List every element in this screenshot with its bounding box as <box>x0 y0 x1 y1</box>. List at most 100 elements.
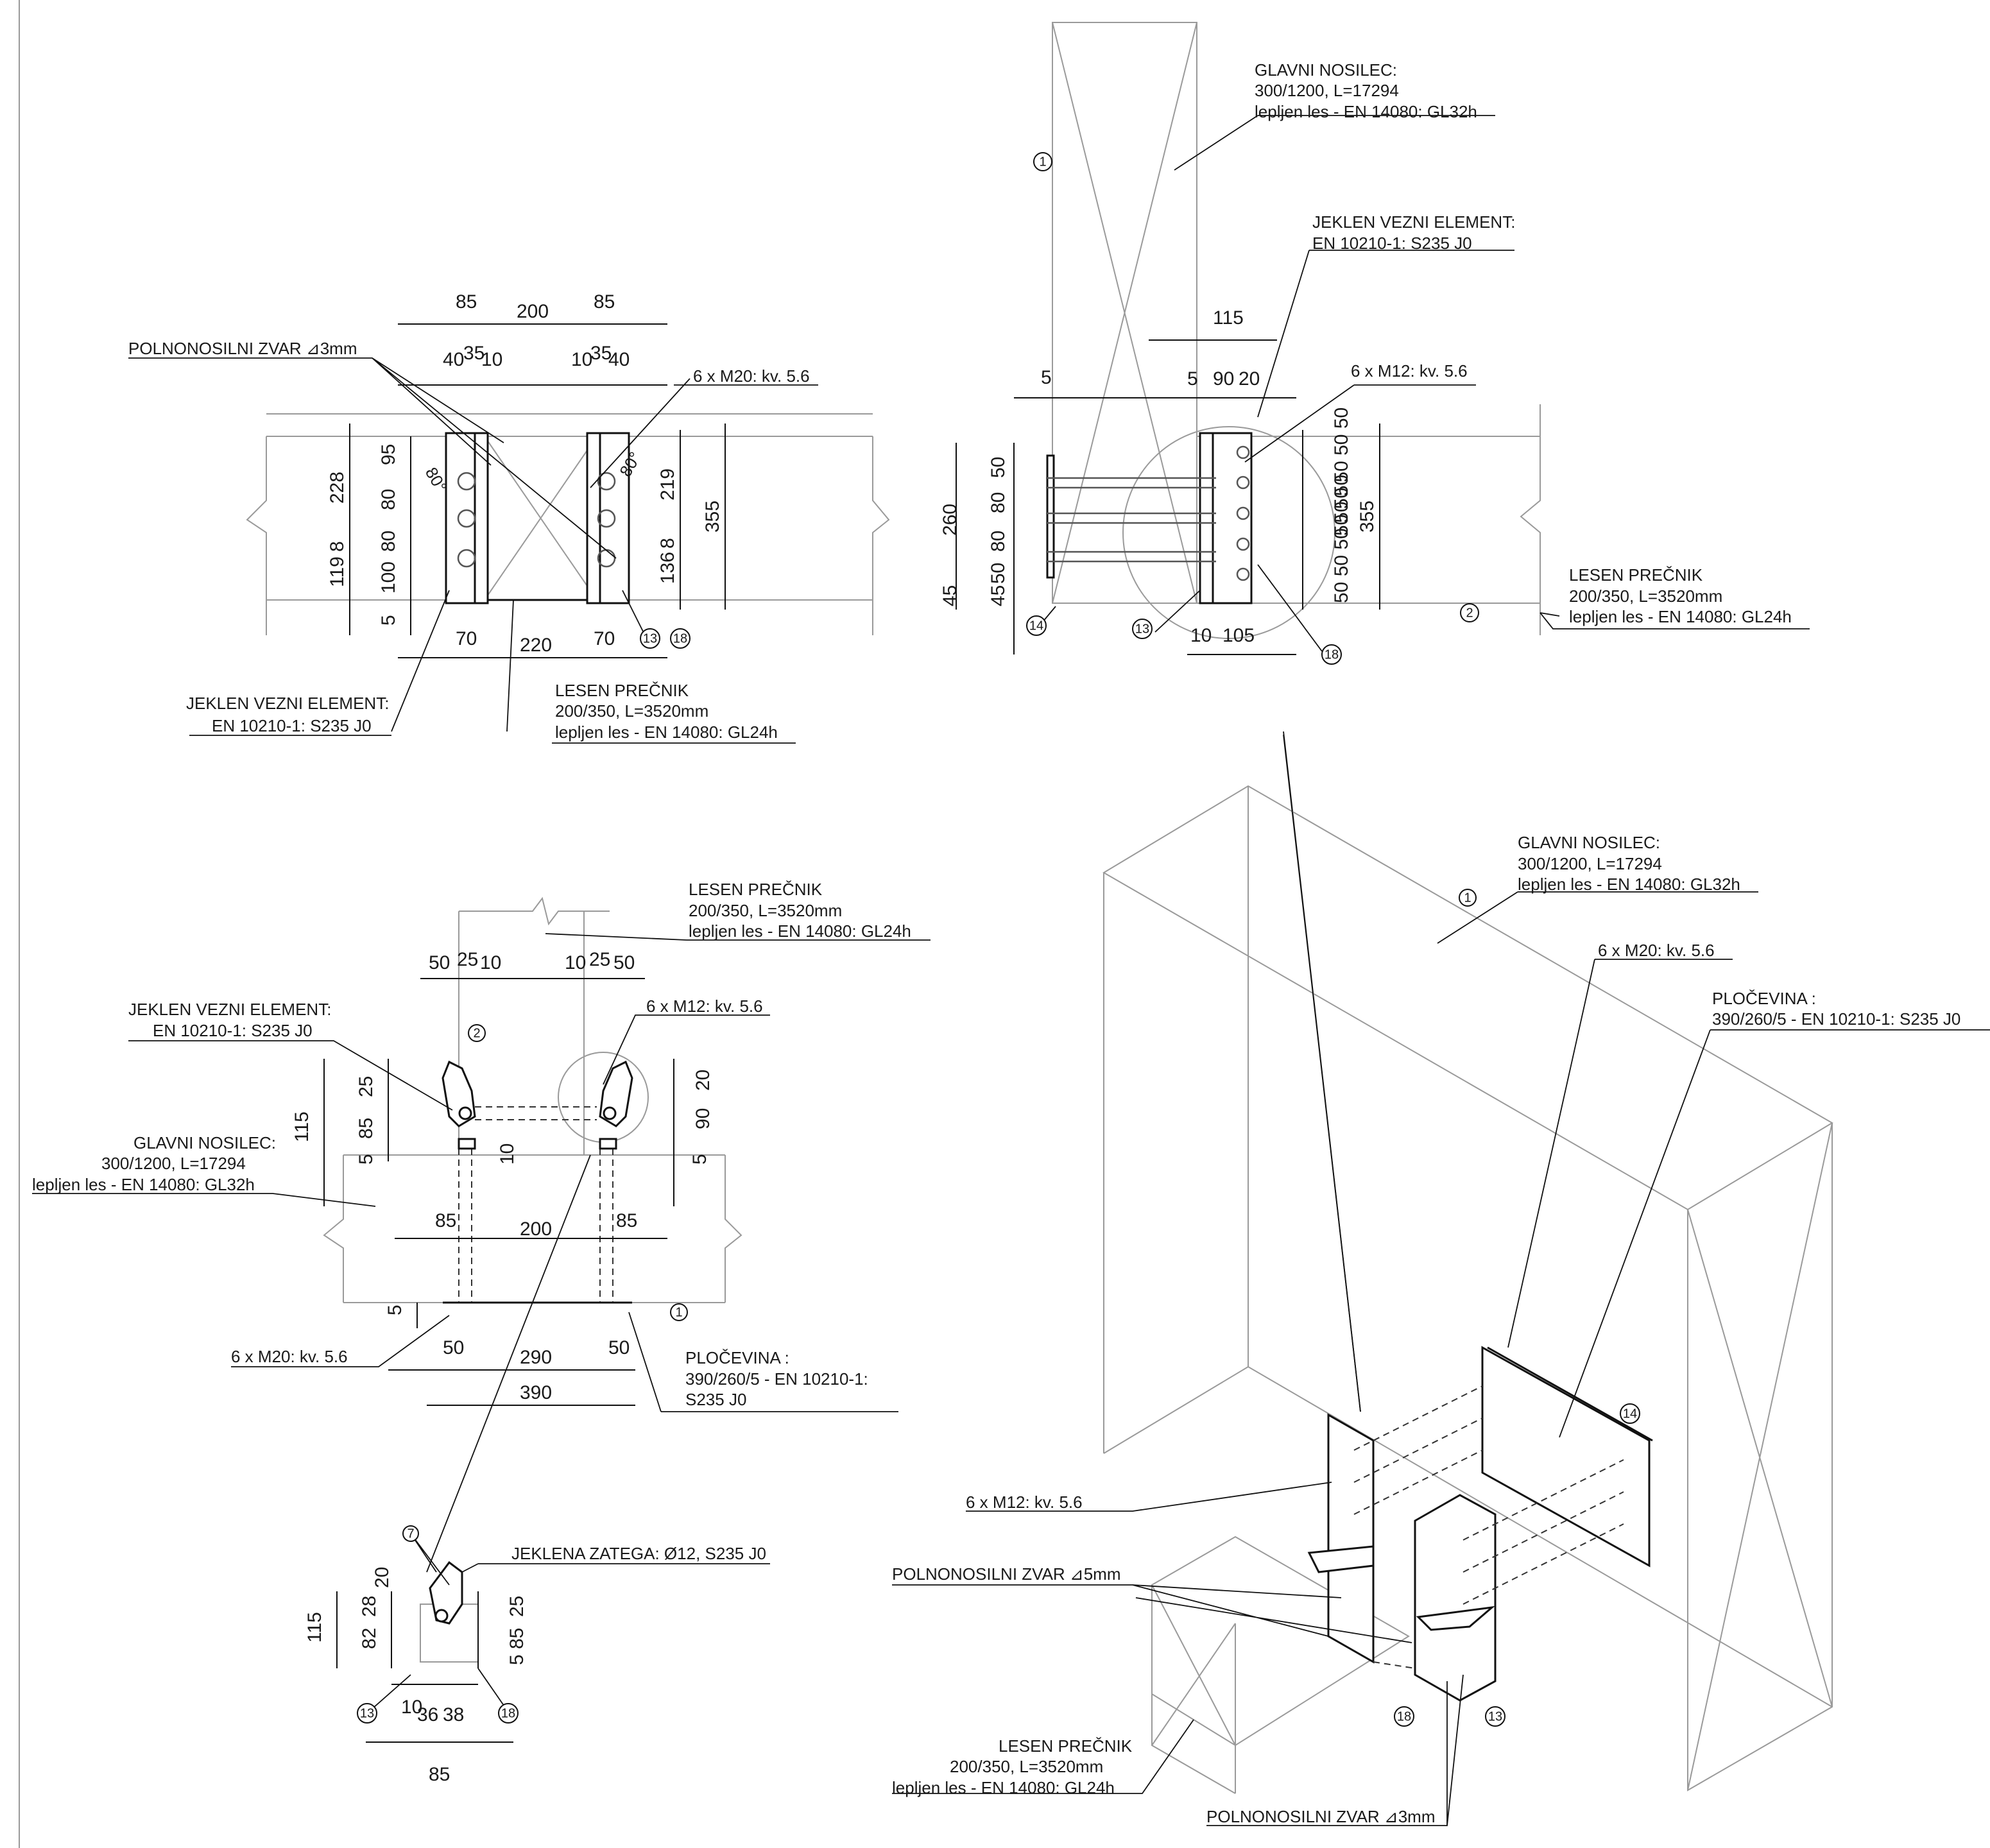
clevis-detail <box>429 1561 463 1625</box>
dim-50-p-c: 50 <box>443 1337 464 1358</box>
label-zatega: JEKLENA ZATEGA: Ø12, S235 J0 <box>511 1544 766 1563</box>
dim-20-s: 20 <box>1239 368 1260 389</box>
dim-28-d: 28 <box>359 1596 380 1617</box>
bolts-m20-elev <box>457 472 616 568</box>
label-m20-elev: 6 x M20: kv. 5.6 <box>693 366 810 386</box>
dim-80-s-b: 80 <box>988 531 1009 552</box>
dim-85-p-m-a: 85 <box>435 1210 456 1231</box>
marker-18-elev: 18 <box>670 628 690 649</box>
svg-text:14: 14 <box>1029 619 1043 633</box>
label-glavni-title-c: GLAVNI NOSILEC: <box>133 1133 276 1152</box>
dim-20-d: 20 <box>372 1567 393 1588</box>
label-precnik-mat-b: lepljen les - EN 14080: GL24h <box>1569 607 1792 626</box>
svg-text:13: 13 <box>643 631 657 646</box>
marker-7-detail: 7 <box>402 1525 419 1542</box>
dims-top-elev: 85 200 85 40 35 10 10 35 40 <box>398 291 667 386</box>
marker-2-section: 2 <box>1460 603 1479 622</box>
dim-220: 220 <box>520 635 552 656</box>
dim-5-p-m: 5 <box>384 1305 406 1315</box>
label-glavni-mat-d: lepljen les - EN 14080: GL32h <box>1518 875 1740 894</box>
dim-85-p-l: 85 <box>356 1118 377 1139</box>
svg-text:13: 13 <box>1135 622 1149 636</box>
view-detail: 115 82 28 20 85 25 5 10 36 38 85 JEKLENA… <box>304 1525 770 1785</box>
label-precnik-title-b: LESEN PREČNIK <box>1569 565 1703 585</box>
marker-13-section: 13 <box>1132 619 1153 639</box>
label-m20-iso: 6 x M20: kv. 5.6 <box>1598 941 1715 960</box>
dim-10-s: 10 <box>1190 625 1212 646</box>
dim-5-p-l: 5 <box>356 1154 377 1165</box>
dim-85-a: 85 <box>456 291 477 312</box>
dim-115-s: 115 <box>1213 307 1244 329</box>
label-glavni-title-b: GLAVNI NOSILEC: <box>1255 60 1397 80</box>
label-polnonosilni-5mm: POLNONOSILNI ZVAR ⊿5mm <box>892 1564 1120 1584</box>
dim-260-s: 260 <box>939 504 961 536</box>
svg-text:18: 18 <box>1397 1709 1411 1724</box>
dim-50x5-a: 50 50 50 50 50 <box>1331 407 1352 536</box>
dim-355-a: 355 <box>702 501 723 533</box>
crossbeam-iso <box>1151 1536 1410 1794</box>
svg-text:7: 7 <box>407 1527 414 1541</box>
label-m12-plan: 6 x M12: kv. 5.6 <box>646 997 763 1016</box>
svg-text:18: 18 <box>501 1706 515 1720</box>
dim-10-d: 10 <box>401 1697 422 1718</box>
girder-section <box>1052 22 1197 604</box>
dims-detail: 115 82 28 20 85 25 5 10 36 38 85 <box>304 1567 528 1785</box>
dim-20-p: 20 <box>692 1070 714 1091</box>
dim-50-p-d: 50 <box>608 1337 630 1358</box>
dim-40-a: 40 <box>443 349 464 370</box>
dim-50-p-b: 50 <box>613 952 635 973</box>
dims-section: 115 5 5 90 20 260 45 50 80 80 50 45 50 5… <box>939 307 1380 655</box>
label-plocevina-mat-c: S235 J0 <box>685 1390 746 1409</box>
label-precnik-dims-a: 200/350, L=3520mm <box>555 701 708 721</box>
dim-10-p-a: 10 <box>480 952 501 973</box>
label-glavni-mat-b: lepljen les - EN 14080: GL32h <box>1255 102 1477 121</box>
dim-35-a: 35 <box>463 343 485 364</box>
dim-10-p-m: 10 <box>497 1143 518 1165</box>
marker-13-elev: 13 <box>640 628 660 649</box>
label-jeklen-mat-c: EN 10210-1: S235 J0 <box>153 1021 313 1040</box>
dim-25-d: 25 <box>506 1596 528 1617</box>
angle-section <box>1199 432 1253 604</box>
dim-70-b: 70 <box>594 628 615 649</box>
dim-200: 200 <box>517 301 549 322</box>
dim-50-p-a: 50 <box>429 952 450 973</box>
dim-85-b: 85 <box>594 291 615 312</box>
label-precnik-title-a: LESEN PREČNIK <box>555 681 689 700</box>
dims-bottom-elev: 70 220 70 <box>398 628 667 658</box>
dim-50-s-a: 50 <box>988 457 1009 478</box>
steel-angle-right <box>586 432 630 604</box>
marker-14-section: 14 <box>1026 615 1047 636</box>
dim-5-p-r: 5 <box>689 1154 710 1165</box>
marker-18-detail: 18 <box>498 1703 519 1724</box>
svg-text:1: 1 <box>675 1305 682 1319</box>
dim-8-l: 8 <box>327 541 348 552</box>
svg-text:1: 1 <box>1039 155 1046 169</box>
label-plocevina-dims-c: 390/260/5 - EN 10210-1: <box>685 1369 868 1389</box>
dim-50x5-b: 50 50 50 50 50 <box>1331 475 1352 603</box>
dim-82-d: 82 <box>359 1628 380 1649</box>
label-jeklen-mat-a: EN 10210-1: S235 J0 <box>212 716 372 735</box>
dim-136: 136 <box>657 552 678 584</box>
plate-section <box>1046 454 1055 579</box>
angles-iso <box>1307 1413 1497 1702</box>
dim-85-p-m-b: 85 <box>616 1210 637 1231</box>
label-glavni-dims-b: 300/1200, L=17294 <box>1255 81 1399 100</box>
dim-119: 119 <box>327 556 348 587</box>
dim-80-s-a: 80 <box>988 492 1009 513</box>
marker-13-detail: 13 <box>357 1703 377 1724</box>
dim-45-s-a: 45 <box>939 585 961 606</box>
dim-38-d: 38 <box>443 1704 464 1725</box>
svg-text:18: 18 <box>1325 647 1339 662</box>
clevis-right <box>599 1060 633 1127</box>
label-m12-section: 6 x M12: kv. 5.6 <box>1351 361 1468 381</box>
marker-18-section: 18 <box>1321 644 1342 665</box>
view-plan: 50 25 10 10 25 50 115 85 25 5 90 20 5 10… <box>32 880 931 1573</box>
view-elevation: 85 200 85 40 35 10 10 35 40 228 119 8 95… <box>128 291 890 744</box>
dim-5-s-b: 5 <box>1187 368 1198 389</box>
dim-355-s: 355 <box>1357 501 1378 533</box>
label-precnik-mat-c: lepljen les - EN 14080: GL24h <box>689 921 911 941</box>
label-jeklen-title-a: JEKLEN VEZNI ELEMENT: <box>186 694 389 713</box>
dim-5-l: 5 <box>378 615 399 626</box>
svg-text:13: 13 <box>360 1706 374 1720</box>
beam-outline <box>246 413 890 635</box>
